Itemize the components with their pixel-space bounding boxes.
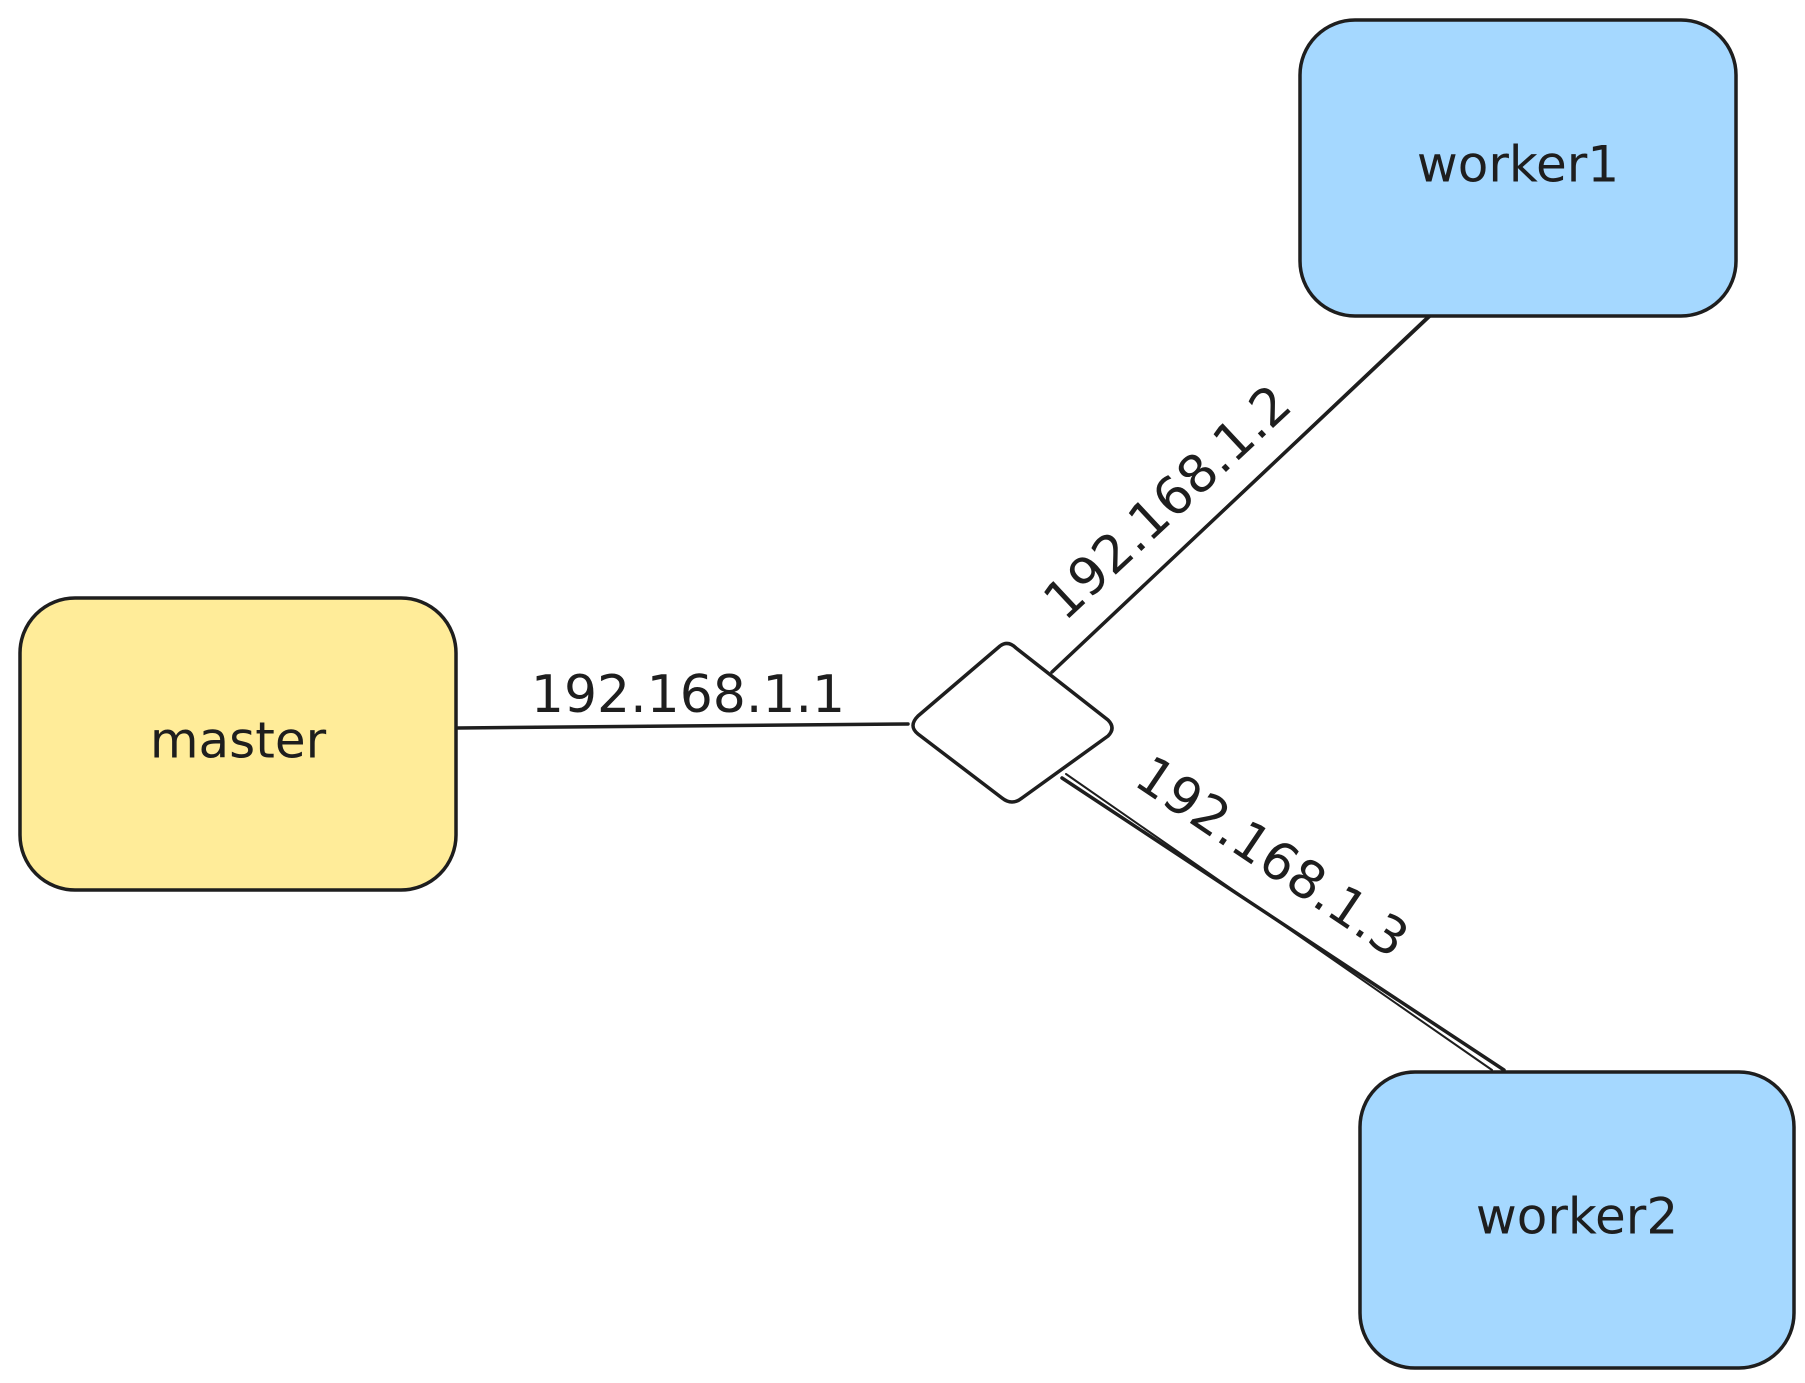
master-node[interactable]: master — [18, 596, 458, 892]
switch-diamond[interactable] — [911, 641, 1114, 804]
worker1-box[interactable] — [1298, 18, 1738, 318]
edge-label-worker1-link: 192.168.1.2 — [1033, 374, 1304, 632]
link-switch-worker2-sketch — [1065, 773, 1493, 1071]
edge-label-master-link: 192.168.1.1 — [531, 665, 845, 725]
master-box[interactable] — [18, 596, 458, 892]
link-master-switch[interactable] — [456, 722, 910, 730]
link-switch-worker1-sketch — [1055, 317, 1427, 669]
worker1-label: worker1 — [1417, 136, 1619, 194]
worker1-node[interactable]: worker1 — [1298, 18, 1738, 318]
worker2-node[interactable]: worker2 — [1358, 1070, 1796, 1370]
connection-lines — [456, 312, 1506, 1072]
edge-label-worker2-link: 192.168.1.3 — [1125, 745, 1419, 970]
worker2-label: worker2 — [1476, 1188, 1678, 1246]
worker2-box[interactable] — [1358, 1070, 1796, 1370]
master-label: master — [150, 712, 327, 770]
